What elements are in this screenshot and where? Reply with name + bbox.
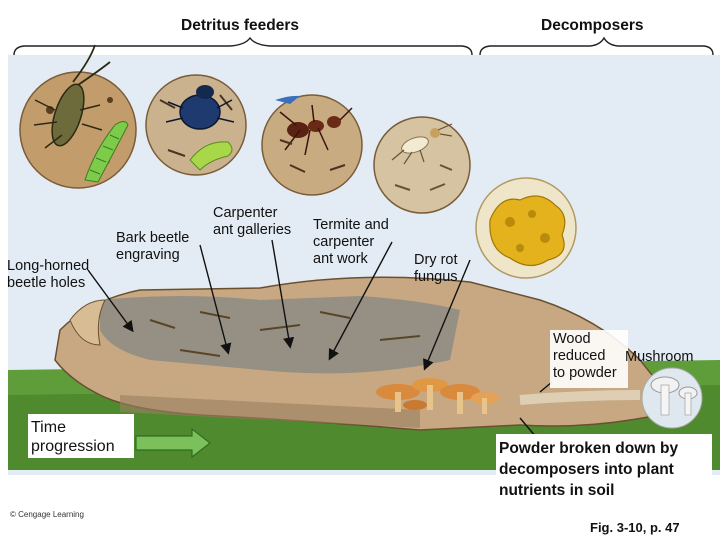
detritus-brace (13, 36, 473, 56)
dry-rot-fungus-circle (475, 177, 577, 279)
decaying-log (54, 276, 682, 431)
decomposers-brace (479, 36, 714, 56)
pointer-long-horned (87, 269, 134, 333)
pointer-dry-rot (423, 259, 471, 371)
pointer-bark-beetle (199, 244, 232, 355)
wood-label-bg (550, 330, 628, 388)
label-bark-beetle-engraving: Bark beetle engraving (116, 230, 190, 263)
orange-mushroom-cluster (376, 378, 499, 414)
label-mushroom: Mushroom (625, 349, 694, 365)
figure-caption: Fig. 3-10, p. 47 (590, 520, 680, 535)
label-carpenter-ant-galleries: Carpenter ant galleries (213, 205, 292, 238)
label-wood-reduced-to-powder: Wood reduced to powder (553, 331, 617, 381)
copyright-text: © Cengage Learning (10, 510, 84, 519)
header-decomposers: Decomposers (541, 17, 644, 34)
termite-circle (373, 116, 471, 214)
powder-label-bg (496, 434, 712, 500)
time-progression-arrow (135, 427, 211, 459)
header-detritus-feeders: Detritus feeders (181, 17, 300, 34)
white-mushroom-circle (641, 367, 703, 429)
pointer-termite (328, 241, 393, 361)
label-powder-broken-down: Powder broken down by decomposers into p… (499, 440, 679, 499)
pointer-carpenter (271, 239, 295, 349)
label-termite-carpenter-ant-work: Termite and carpenter ant work (313, 217, 389, 267)
long-horned-beetle-circle (19, 44, 137, 189)
label-long-horned-beetle-holes: Long-horned beetle holes (7, 258, 90, 291)
label-dry-rot-fungus: Dry rot fungus (414, 252, 458, 285)
time-label-bg (28, 414, 134, 458)
bark-beetle-circle (145, 74, 247, 176)
carpenter-ant-circle (261, 94, 363, 196)
label-time-progression: Time progression (31, 419, 115, 455)
